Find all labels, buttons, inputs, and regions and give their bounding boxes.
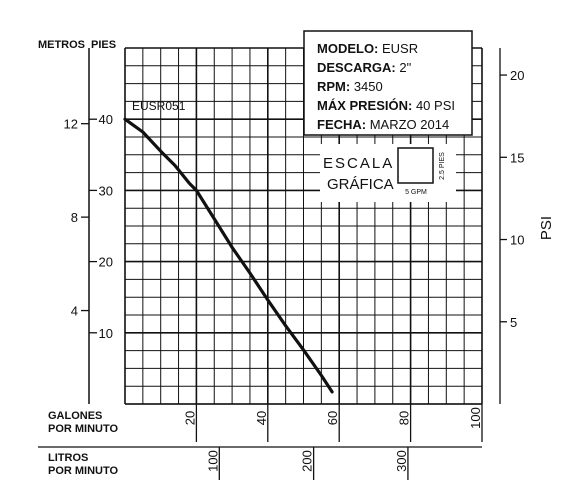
lpm-tick-label: 200 — [300, 450, 315, 472]
meters-tick-label: 4 — [71, 304, 78, 319]
gpm-tick-label: 60 — [325, 411, 340, 425]
axis-ticks: 10 20 30 40 4 8 12 5 10 15 20 20 40 60 80 100 100 200 300 — [64, 68, 524, 480]
psi-tick-label: 20 — [510, 68, 524, 83]
series-label: EUSR051 — [132, 99, 186, 113]
meters-tick-label: 8 — [71, 210, 78, 225]
feet-tick-label: 20 — [99, 255, 113, 270]
feet-tick-label: 30 — [99, 183, 113, 198]
gpm-axis-label-line2: POR MINUTO — [48, 423, 119, 435]
psi-tick-label: 10 — [510, 233, 524, 248]
info-line-discharge: DESCARGA: 2" — [317, 60, 412, 75]
psi-tick-label: 15 — [510, 150, 524, 165]
grid-scale-horizontal-label: 5 GPM — [405, 189, 427, 196]
psi-tick-label: 5 — [510, 315, 517, 330]
info-line-model: MODELO: EUSR — [317, 41, 418, 56]
grid-scale-label-1: ESCALA — [323, 155, 394, 172]
gpm-tick-label: 40 — [254, 411, 269, 425]
info-box: MODELO: EUSR DESCARGA: 2" RPM: 3450 MÁX … — [303, 30, 473, 136]
grid-scale-background — [320, 144, 456, 202]
psi-axis-label: PSI — [538, 216, 555, 240]
gpm-tick-label: 20 — [182, 411, 197, 425]
feet-tick-label: 10 — [99, 326, 113, 341]
feet-tick-label: 40 — [99, 112, 113, 127]
pump-curve-line — [123, 117, 334, 394]
grid-scale-vertical-label: 2.5 PIES — [439, 152, 446, 180]
meters-axis-label: METROS — [38, 39, 85, 51]
feet-axis-label: PIES — [91, 39, 116, 51]
lpm-tick-label: 300 — [394, 450, 409, 472]
gpm-tick-label: 80 — [397, 411, 412, 425]
meters-tick-label: 12 — [64, 117, 78, 132]
lpm-tick-label: 100 — [205, 450, 220, 472]
gpm-axis-label-line1: GALONES — [48, 410, 102, 422]
lpm-axis-label-line2: POR MINUTO — [48, 465, 119, 477]
info-line-rpm: RPM: 3450 — [317, 79, 383, 94]
info-box-frame — [303, 30, 473, 136]
info-line-max-pressure: MÁX PRESIÓN: 40 PSI — [317, 98, 455, 113]
gpm-tick-label: 100 — [468, 407, 483, 429]
info-line-date: FECHA: MARZO 2014 — [317, 117, 449, 132]
grid-scale-square — [397, 147, 434, 184]
grid-scale-legend: ESCALA GRÁFICA 2.5 PIES 5 GPM — [320, 144, 456, 202]
lpm-axis-label-line1: LITROS — [48, 452, 88, 464]
grid-scale-label-2: GRÁFICA — [327, 176, 394, 193]
